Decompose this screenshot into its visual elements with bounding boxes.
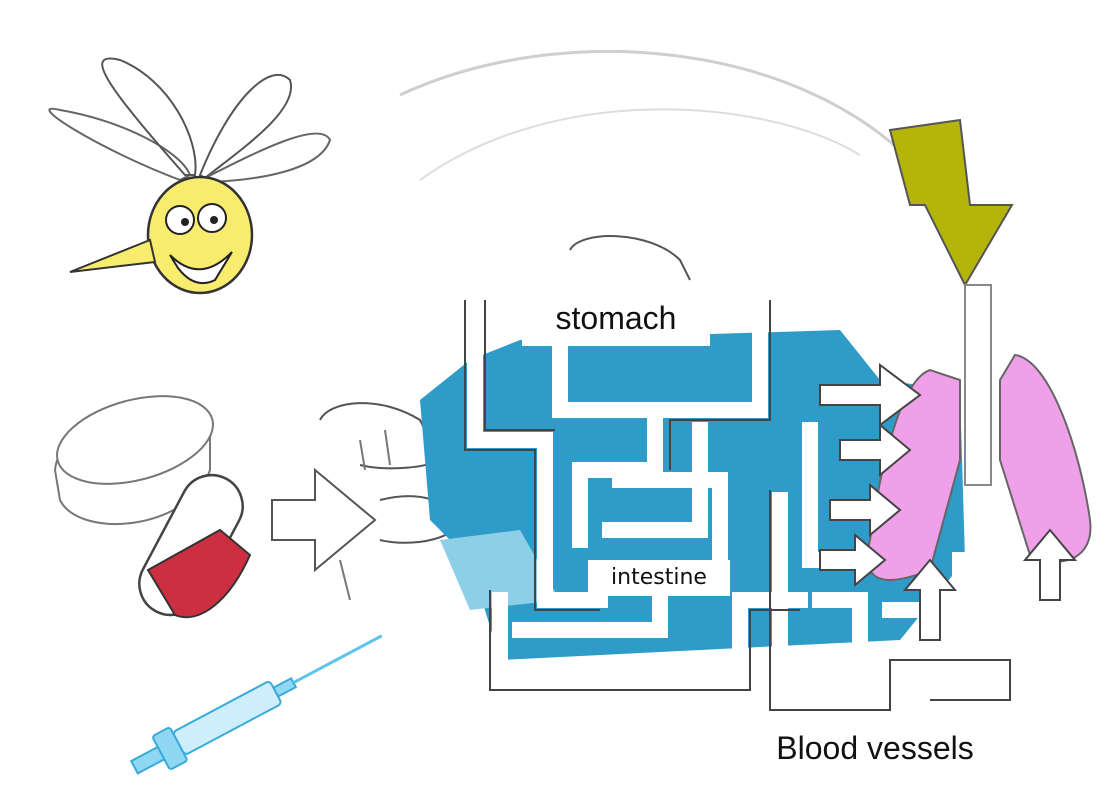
syringe-icon bbox=[126, 619, 391, 784]
stomach-label: stomach bbox=[522, 290, 710, 346]
bee-icon bbox=[49, 58, 330, 293]
intestine-label: intestine bbox=[588, 560, 730, 596]
blood-vessels-label: Blood vessels bbox=[740, 714, 1010, 782]
pill-to-mouth-arrow bbox=[272, 470, 375, 570]
